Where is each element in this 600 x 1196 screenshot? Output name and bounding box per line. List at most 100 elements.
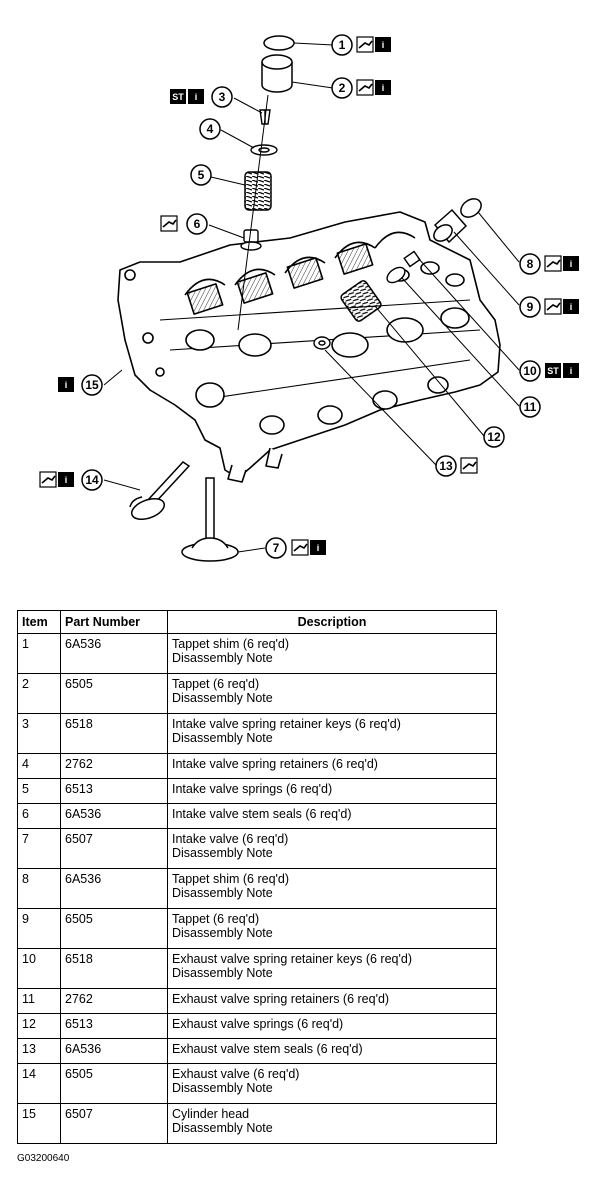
cell-description: Intake valve spring retainer keys (6 req… [167,713,497,754]
cylinder-head [117,211,501,483]
header-item: Item [17,610,61,634]
table-row: 14 6505 Exhaust valve (6 req'd)Disassemb… [17,1063,497,1104]
svg-text:ST: ST [172,92,184,102]
oil-can-icon [160,215,178,232]
cell-part-number: 6A536 [60,633,168,674]
disassembly-note: Disassembly Note [172,691,273,705]
cell-part-number: 6507 [60,828,168,869]
description-text: Tappet (6 req'd) [172,912,260,926]
table-row: 2 6505 Tappet (6 req'd)Disassembly Note [17,673,497,714]
cell-part-number: 2762 [60,753,168,779]
cell-item: 6 [17,803,61,829]
header-description: Description [167,610,497,634]
callout-3: ST i 3 [170,86,233,108]
cell-part-number: 6518 [60,948,168,989]
svg-text:4: 4 [207,122,214,136]
cell-item: 3 [17,713,61,754]
cell-part-number: 6A536 [60,868,168,909]
description-text: Exhaust valve (6 req'd) [172,1067,300,1081]
info-icon: i [188,89,204,104]
callout-11: 11 [519,396,541,418]
cell-part-number: 6518 [60,713,168,754]
svg-text:i: i [65,475,68,485]
callout-6: 6 [160,213,208,235]
svg-text:12: 12 [487,430,501,444]
cell-description: Tappet (6 req'd)Disassembly Note [167,908,497,949]
svg-text:2: 2 [339,81,346,95]
figure-id: G03200640 [17,1153,70,1164]
callout-8: 8 i [519,253,579,275]
valve-stem-seal-13 [313,336,331,350]
description-text: Tappet (6 req'd) [172,677,260,691]
disassembly-note: Disassembly Note [172,926,273,940]
svg-text:i: i [195,92,198,102]
cell-description: Exhaust valve stem seals (6 req'd) [167,1038,497,1064]
cell-item: 7 [17,828,61,869]
oil-can-icon [39,471,57,488]
svg-text:10: 10 [523,364,537,378]
svg-text:5: 5 [198,168,205,182]
tappet-9 [433,208,468,244]
svg-text:1: 1 [339,38,346,52]
cell-part-number: 6A536 [60,1038,168,1064]
exhaust-valve-14 [129,461,191,521]
info-icon: i [58,377,74,392]
disassembly-note: Disassembly Note [172,886,273,900]
info-icon: i [563,363,579,378]
spring-retainer-11 [386,266,406,284]
tappet-shim-1 [263,35,295,51]
svg-text:i: i [382,83,385,93]
oil-can-icon [460,457,478,474]
disassembly-note: Disassembly Note [172,966,273,980]
oil-can-icon [356,79,374,96]
description-text: Tappet shim (6 req'd) [172,637,290,651]
cell-item: 10 [17,948,61,989]
description-text: Intake valve (6 req'd) [172,832,289,846]
svg-text:i: i [317,543,320,553]
disassembly-note: Disassembly Note [172,731,273,745]
valve-spring-12 [340,280,382,322]
tappet-2 [261,54,293,93]
table-row: 1 6A536 Tappet shim (6 req'd)Disassembly… [17,633,497,674]
cell-description: Exhaust valve spring retainers (6 req'd) [167,988,497,1014]
callout-10: 10 ST i [519,360,579,382]
disassembly-note: Disassembly Note [172,1081,273,1095]
cell-description: Exhaust valve springs (6 req'd) [167,1013,497,1039]
oil-can-icon [356,36,374,53]
callout-2: 2 i [331,77,391,99]
callout-13: 13 [435,455,478,477]
disassembly-note: Disassembly Note [172,651,273,665]
callout-5: 5 [190,164,212,186]
cell-item: 1 [17,633,61,674]
svg-text:i: i [382,40,385,50]
table-row: 7 6507 Intake valve (6 req'd)Disassembly… [17,828,497,869]
description-text: Tappet shim (6 req'd) [172,872,290,886]
cell-description: Intake valve stem seals (6 req'd) [167,803,497,829]
disassembly-note: Disassembly Note [172,846,273,860]
table-row: 12 6513 Exhaust valve springs (6 req'd) [17,1013,497,1039]
intake-valve-7 [181,477,239,562]
svg-text:i: i [570,259,573,269]
cell-part-number: 6513 [60,778,168,804]
svg-text:6: 6 [194,217,201,231]
table-row: 9 6505 Tappet (6 req'd)Disassembly Note [17,908,497,949]
table-row: 5 6513 Intake valve springs (6 req'd) [17,778,497,804]
cell-item: 5 [17,778,61,804]
cell-item: 14 [17,1063,61,1104]
cell-description: Tappet (6 req'd)Disassembly Note [167,673,497,714]
cell-item: 15 [17,1103,61,1144]
info-icon: i [375,80,391,95]
cell-item: 9 [17,908,61,949]
description-text: Exhaust valve spring retainer keys (6 re… [172,952,412,966]
oil-can-icon [544,255,562,272]
header-part-number: Part Number [60,610,168,634]
cell-item: 11 [17,988,61,1014]
cell-item: 4 [17,753,61,779]
cell-item: 12 [17,1013,61,1039]
callout-15: i 15 [58,374,103,396]
svg-text:13: 13 [439,459,453,473]
svg-text:i: i [570,366,573,376]
info-icon: i [563,299,579,314]
info-icon: i [375,37,391,52]
